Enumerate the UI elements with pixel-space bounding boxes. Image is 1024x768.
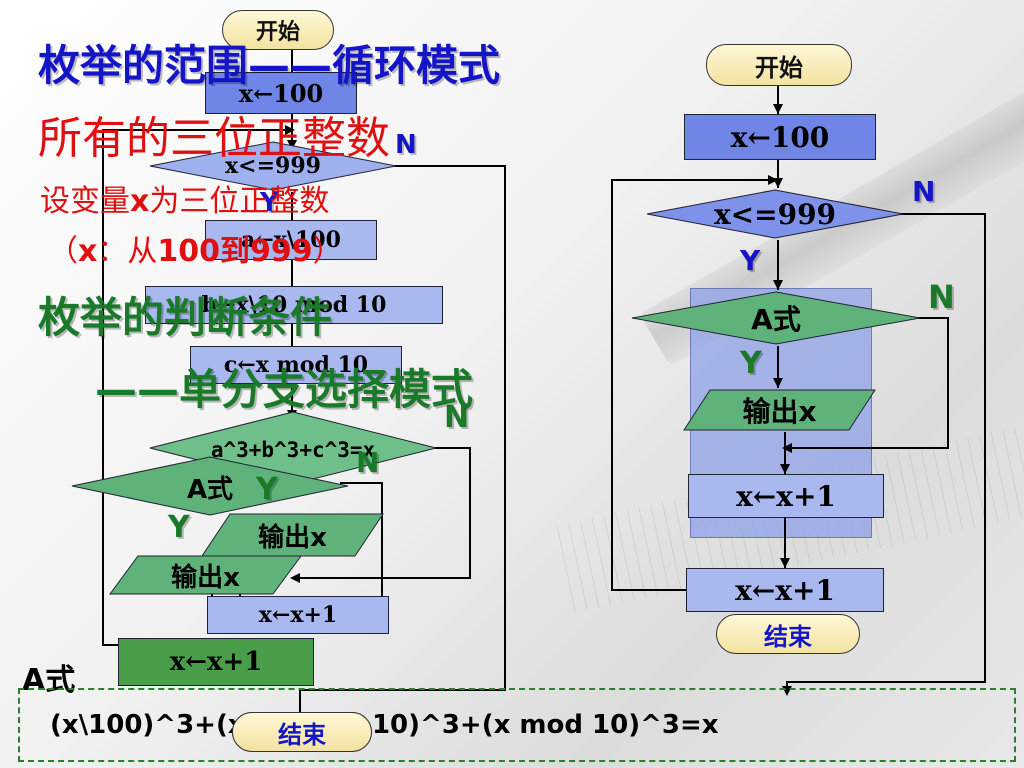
left-y2-label: Y — [256, 472, 278, 507]
left-n3-label: N — [356, 446, 380, 479]
left-n1-label: N — [395, 130, 417, 160]
right-init-label: x←100 — [730, 120, 830, 154]
left-cond-diamond — [149, 141, 397, 191]
left-n2-label: N — [444, 400, 470, 435]
right-a-cond-diamond — [631, 291, 921, 345]
right-a-cond-label: A式 — [751, 303, 801, 336]
line-variable-definition: 设变量x为三位正整数 — [40, 176, 329, 220]
right-cond-diamond — [646, 189, 904, 239]
right-inc-outer-box: x←x+1 — [686, 568, 884, 612]
right-n2-label: N — [928, 278, 955, 316]
right-inc-inner-label: x←x+1 — [736, 479, 836, 513]
range-close-paren: ） — [312, 234, 343, 269]
line-all-three-digit: 所有的三位正整数 — [38, 113, 390, 164]
range-open-paren: （ — [48, 234, 78, 269]
right-output-parallelogram — [683, 389, 876, 431]
left-init-label: x←100 — [238, 78, 324, 108]
left-check-label: a^3+b^3+c^3=x — [210, 438, 376, 462]
right-n1-label: N — [912, 175, 936, 208]
right-cond-label: x<=999 — [713, 197, 837, 231]
left-output2-label: 输出x — [171, 562, 240, 593]
formula-text: (x\100)^3+(x\10 mod 10)^3+(x mod 10)^3=x — [50, 710, 719, 740]
left-y3-label: Y — [168, 510, 190, 545]
left-start-label: 开始 — [255, 20, 300, 45]
left-output2-parallelogram — [109, 555, 302, 595]
left-inc1-box: x←x+1 — [207, 596, 389, 634]
right-inc-inner-box: x←x+1 — [688, 474, 884, 518]
left-inc1-label: x←x+1 — [258, 602, 338, 628]
range-numbers: 100到999 — [157, 234, 313, 269]
right-y1-label: Y — [740, 244, 761, 277]
left-c-assign-box: c←x mod 10 — [190, 346, 402, 384]
left-c-assign-label: c←x mod 10 — [223, 352, 369, 378]
left-inc2-label: x←x+1 — [169, 647, 263, 677]
left-cond-label: x<=999 — [225, 153, 321, 179]
left-a-cond-diamond — [71, 456, 349, 516]
title-judgement-condition: 枚举的判断条件 — [38, 293, 333, 342]
range-x: x — [78, 234, 98, 269]
left-start-terminal: 开始 — [222, 10, 334, 50]
line-range: （x：从100到999） — [48, 226, 343, 270]
right-inc-outer-label: x←x+1 — [735, 573, 835, 607]
right-y2-label: Y — [740, 346, 762, 381]
left-inc2-box: x←x+1 — [118, 638, 314, 686]
title-loop-mode: 枚举的范围——循环模式 — [38, 41, 501, 90]
right-output-label: 输出x — [742, 395, 817, 428]
left-end-terminal-overlay: 结束 — [232, 712, 372, 752]
formula-label: A式 — [22, 663, 76, 698]
right-init-box: x←100 — [684, 114, 876, 160]
left-output1-parallelogram — [201, 513, 384, 557]
title-single-branch-mode: ——单分支选择模式 — [95, 365, 474, 414]
left-end-overlay-label: 结束 — [278, 720, 326, 749]
line-var-suffix: 为三位正整数 — [149, 184, 330, 219]
left-b-assign-box: b←x\10 mod 10 — [145, 286, 443, 324]
right-start-terminal: 开始 — [706, 44, 852, 86]
left-a-assign-box: a←x\100 — [205, 220, 377, 260]
right-end-label: 结束 — [764, 622, 812, 651]
left-a-assign-label: a←x\100 — [241, 227, 341, 253]
left-b-assign-label: b←x\10 mod 10 — [201, 292, 387, 318]
range-from: ：从 — [97, 234, 158, 269]
right-end-terminal: 结束 — [716, 614, 860, 654]
line-var-x: x — [130, 184, 150, 219]
left-output1-label: 输出x — [258, 522, 327, 553]
right-start-label: 开始 — [755, 53, 803, 82]
left-a-cond-label: A式 — [186, 474, 234, 505]
formula-box: (x\100)^3+(x\10 mod 10)^3+(x mod 10)^3=x — [18, 688, 1016, 762]
left-y1-label: Y — [260, 188, 279, 218]
line-var-prefix: 设变量 — [40, 184, 130, 219]
left-init-box: x←100 — [205, 72, 357, 114]
